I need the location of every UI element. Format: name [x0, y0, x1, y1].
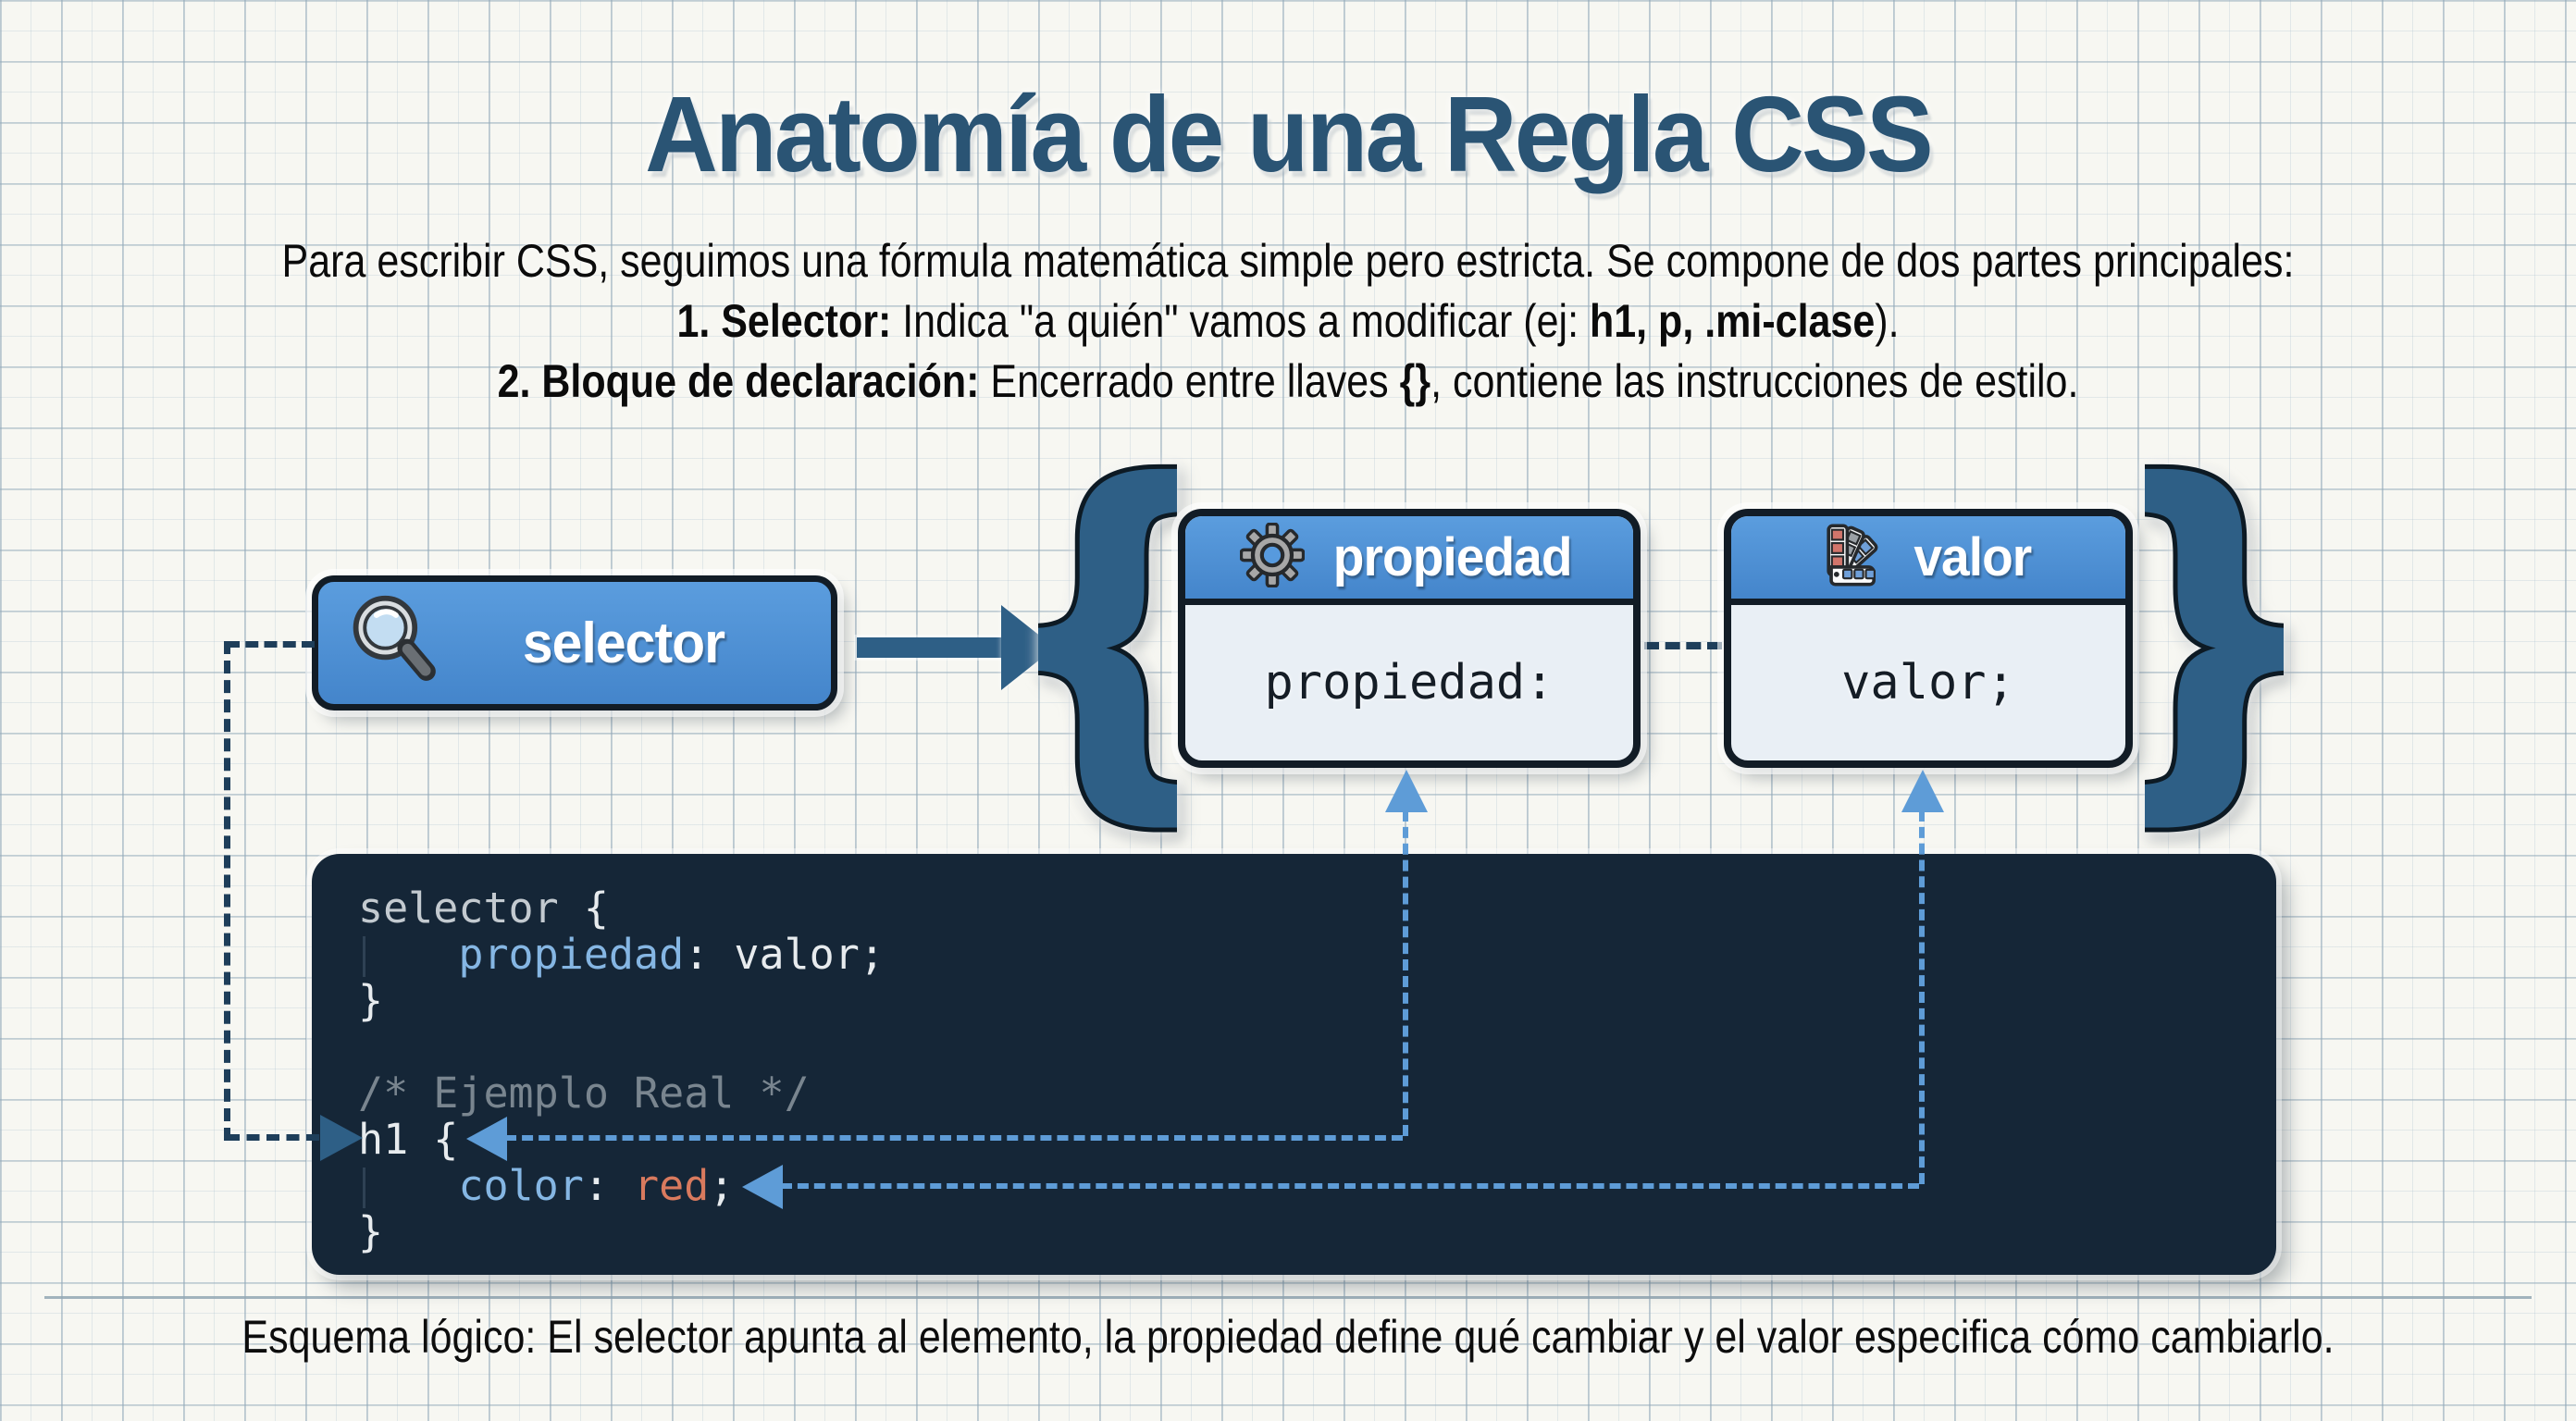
search-icon [346, 592, 444, 695]
code-block: selector { propiedad: valor; } /* Ejempl… [312, 854, 2276, 1275]
code-line-h1: h1 { [358, 1117, 2276, 1163]
footer-divider [44, 1296, 2532, 1299]
code-token-selector: selector [358, 883, 559, 933]
intro-line-2-text: Indica "a quién" vamos a modificar (ej: [891, 295, 1590, 347]
code-line-selector: selector { [358, 885, 2276, 932]
intro-line-2-end: ). [1875, 295, 1900, 347]
main-arrow-shaft [857, 637, 1003, 658]
indent-guide [363, 936, 365, 977]
valor-up-arrowhead [1901, 770, 1944, 812]
propiedad-card-value: propiedad: [1264, 655, 1554, 710]
selector-trace-line-bottom [227, 1134, 319, 1141]
valor-card: valor valor; [1724, 509, 2133, 768]
code-token-valor: : valor; [684, 930, 885, 979]
propiedad-card: propiedad propiedad: [1178, 509, 1641, 768]
selector-examples: h1, p, .mi-clase [1589, 295, 1876, 347]
card-connector-dotted-line [1644, 642, 1722, 649]
code-line-blank [358, 1024, 2276, 1070]
code-token-close-brace-2: } [358, 1207, 384, 1256]
valor-dashed-horizontal [781, 1183, 1919, 1189]
intro-line-2: 1. Selector: Indica "a quién" vamos a mo… [180, 291, 2396, 352]
propiedad-up-arrowhead [1385, 770, 1428, 812]
selector-trace-line-top [227, 641, 315, 648]
selector-term: 1. Selector: [676, 295, 892, 347]
code-token-h1: h1 [358, 1115, 409, 1164]
declaration-term: 2. Bloque de declaración: [497, 355, 980, 407]
code-token-comment: /* Ejemplo Real */ [358, 1069, 810, 1118]
gear-icon [1239, 522, 1306, 592]
valor-card-value: valor; [1841, 655, 2015, 710]
code-token-colon: : [583, 1161, 635, 1210]
code-line-declaration: propiedad: valor; [358, 932, 2276, 978]
code-token-close-brace: } [358, 976, 384, 1025]
code-token-propiedad: propiedad [458, 930, 685, 979]
code-token-semicolon: ; [709, 1161, 735, 1210]
code-line-close-2: } [358, 1209, 2276, 1255]
intro-text: Para escribir CSS, seguimos una fórmula … [180, 231, 2396, 412]
svg-text:{: { [1038, 459, 1177, 838]
code-token-red: red [634, 1161, 710, 1210]
valor-card-header: valor [1731, 516, 2125, 605]
intro-line-3: 2. Bloque de declaración: Encerrado entr… [180, 352, 2396, 412]
valor-left-arrowhead [742, 1165, 783, 1209]
selector-trace-arrowhead [320, 1115, 363, 1161]
intro-line-3-text: Encerrado entre llaves [979, 355, 1400, 407]
code-line-comment: /* Ejemplo Real */ [358, 1070, 2276, 1117]
open-brace-glyph: { [967, 400, 1253, 861]
valor-dashed-vertical [1919, 810, 1925, 1184]
braces-symbol: {} [1399, 355, 1431, 407]
propiedad-dashed-horizontal [505, 1135, 1403, 1141]
code-indent-2 [358, 1161, 458, 1210]
code-token-open-brace: { [558, 883, 609, 933]
propiedad-left-arrowhead [466, 1117, 507, 1161]
code-token-h1-brace: { [408, 1115, 459, 1164]
selector-node-label: selector [522, 611, 725, 675]
intro-line-1: Para escribir CSS, seguimos una fórmula … [281, 235, 2295, 287]
main-arrow-head [1001, 605, 1055, 690]
code-token-color: color [458, 1161, 584, 1210]
page-title: Anatomía de una Regla CSS [645, 74, 1934, 194]
code-line-close: } [358, 978, 2276, 1024]
indent-guide [363, 1168, 365, 1208]
svg-text:}: } [2145, 459, 2284, 838]
close-brace-glyph: } [2068, 400, 2354, 861]
selector-trace-line-vertical [224, 641, 230, 1141]
valor-card-title: valor [1913, 527, 2033, 587]
intro-line-3-end: , contiene las instrucciones de estilo. [1430, 355, 2079, 407]
propiedad-dashed-vertical [1403, 810, 1408, 1136]
palette-icon [1822, 522, 1889, 593]
propiedad-card-header: propiedad [1185, 516, 1633, 605]
code-indent [358, 930, 458, 979]
propiedad-card-title: propiedad [1333, 527, 1573, 587]
code-line-color: color: red; [358, 1163, 2276, 1209]
selector-node: selector [312, 575, 837, 710]
footer-caption: Esquema lógico: El selector apunta al el… [242, 1311, 2334, 1363]
